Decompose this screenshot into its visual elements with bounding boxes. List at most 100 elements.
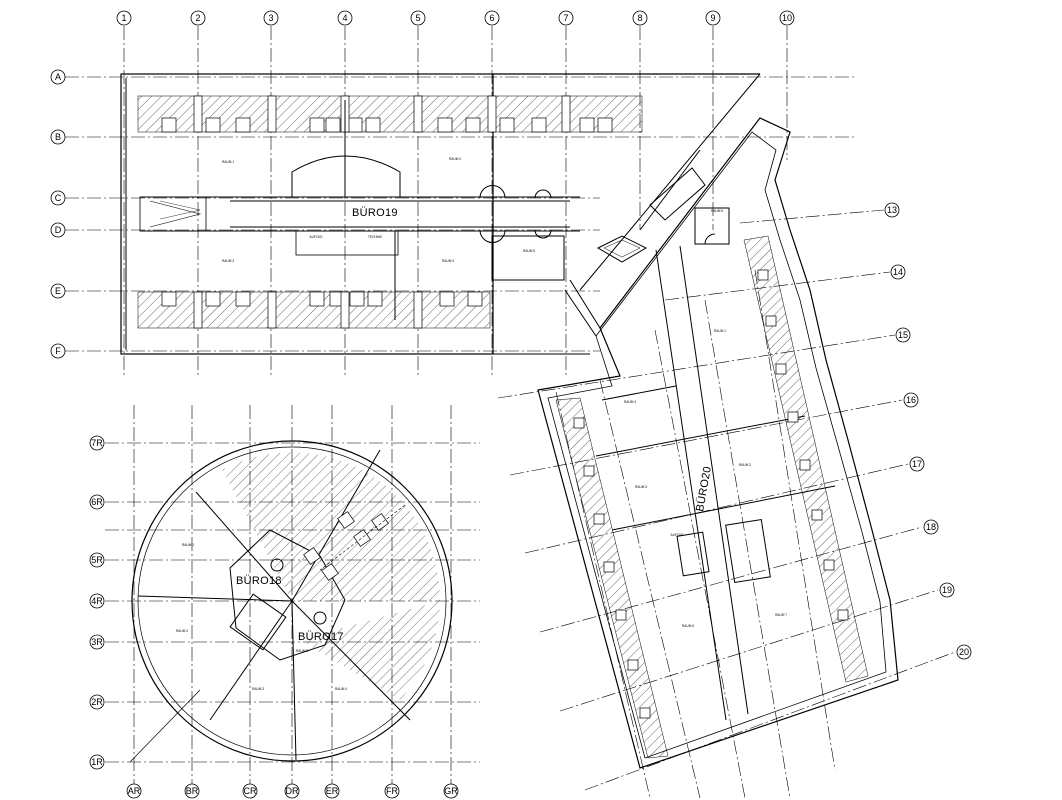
grid-bubble: 10 <box>779 10 795 26</box>
svg-text:ER: ER <box>326 786 339 796</box>
svg-text:5: 5 <box>415 13 420 23</box>
room-label: RAUM 6 <box>682 624 694 628</box>
block-label-buro20: BÜRO20 <box>694 465 714 512</box>
svg-text:14: 14 <box>893 267 903 277</box>
svg-text:20: 20 <box>959 647 969 657</box>
grid-bubble: E <box>50 283 66 299</box>
room-label: RAUM 4 <box>335 687 347 691</box>
grid-bubble: 19 <box>939 582 955 598</box>
grid-bubble: 7R <box>89 435 105 451</box>
grid-bubble: CR <box>242 783 258 799</box>
svg-text:BR: BR <box>186 786 199 796</box>
grid-bubble: 3 <box>263 10 279 26</box>
top-building: BÜRO19 RAUM 1 RAUM 2 RAUM 3 RAUM 4 RAUM … <box>120 73 761 355</box>
grid-bubble: 6R <box>89 494 105 510</box>
grid-bubble: 16 <box>903 392 919 408</box>
room-label: RAUM 3 <box>635 485 647 489</box>
svg-text:A: A <box>55 72 61 82</box>
grid-bubble: 13 <box>884 202 900 218</box>
svg-text:7R: 7R <box>91 438 103 448</box>
room-label: AUFZUG <box>670 533 684 537</box>
room-label: RAUM 7 <box>775 613 787 617</box>
svg-text:16: 16 <box>906 395 916 405</box>
block-label-buro17: BÜRO17 <box>298 631 344 643</box>
grid-bubble: B <box>50 129 66 145</box>
svg-text:5R: 5R <box>91 555 103 565</box>
room-label: RAUM 3 <box>252 687 264 691</box>
grid-lines <box>65 26 956 799</box>
block-label-buro18: BÜRO18 <box>236 575 282 587</box>
svg-text:C: C <box>55 193 62 203</box>
grid-bubble: 2 <box>190 10 206 26</box>
grid-bubble: FR <box>384 783 400 799</box>
svg-text:1: 1 <box>121 13 126 23</box>
svg-text:AR: AR <box>128 786 141 796</box>
grid-bubble: F <box>50 343 66 359</box>
grid-bubble: 15 <box>895 327 911 343</box>
grid-bubble: 8 <box>632 10 648 26</box>
svg-text:7: 7 <box>563 13 568 23</box>
room-label: RAUM 2 <box>739 463 751 467</box>
svg-text:10: 10 <box>782 13 792 23</box>
grid-bubble: D <box>50 222 66 238</box>
grid-bubble: 20 <box>956 644 972 660</box>
room-label: RAUM 5 <box>711 209 723 213</box>
svg-text:E: E <box>55 286 61 296</box>
svg-text:13: 13 <box>887 205 897 215</box>
svg-text:9: 9 <box>710 13 715 23</box>
svg-text:B: B <box>55 132 61 142</box>
room-label: RAUM 2 <box>449 157 461 161</box>
svg-text:4R: 4R <box>91 596 103 606</box>
grid-bubble: 1 <box>116 10 132 26</box>
grid-bubble: 14 <box>890 264 906 280</box>
svg-text:2R: 2R <box>91 697 103 707</box>
grid-bubble: BR <box>184 783 200 799</box>
svg-text:18: 18 <box>926 522 936 532</box>
room-label: RAUM 2 <box>176 629 188 633</box>
grid-bubble: 9 <box>705 10 721 26</box>
svg-text:15: 15 <box>898 330 908 340</box>
svg-text:CR: CR <box>244 786 257 796</box>
room-label: RAUM 1 <box>222 160 234 164</box>
grid-bubble: 5 <box>410 10 426 26</box>
svg-text:1R: 1R <box>91 757 103 767</box>
grid-bubble: GR <box>443 783 459 799</box>
svg-text:19: 19 <box>942 585 952 595</box>
room-label: RAUM 4 <box>624 400 636 404</box>
block-label-buro19: BÜRO19 <box>352 207 398 219</box>
svg-text:D: D <box>55 225 62 235</box>
svg-text:6: 6 <box>489 13 494 23</box>
grid-bubble: A <box>50 69 66 85</box>
room-label: RAUM 5 <box>523 249 535 253</box>
svg-text:17: 17 <box>912 459 922 469</box>
circular-building: BÜRO18 BÜRO17 RAUM 1 RAUM 2 RAUM 3 RAUM … <box>129 440 453 763</box>
grid-bubble: 7 <box>558 10 574 26</box>
grid-bubble: 4 <box>337 10 353 26</box>
grid-bubble: 6 <box>484 10 500 26</box>
svg-text:FR: FR <box>386 786 398 796</box>
grid-bubble: DR <box>284 783 300 799</box>
svg-text:8: 8 <box>637 13 642 23</box>
svg-text:6R: 6R <box>91 497 103 507</box>
svg-text:2: 2 <box>195 13 200 23</box>
grid-bubble: 17 <box>909 456 925 472</box>
grid-bubble: 2R <box>89 694 105 710</box>
room-label: RAUM 1 <box>714 329 726 333</box>
grid-bubble: 18 <box>923 519 939 535</box>
grid-bubble: 1R <box>89 754 105 770</box>
svg-text:GR: GR <box>444 786 458 796</box>
grid-bubble: 4R <box>89 593 105 609</box>
svg-text:DR: DR <box>286 786 299 796</box>
room-label: RAUM 5 <box>296 649 308 653</box>
room-label: RAUM 3 <box>222 259 234 263</box>
grid-bubble: C <box>50 190 66 206</box>
room-label: RAUM 1 <box>182 543 194 547</box>
grid-bubble: ER <box>324 783 340 799</box>
room-label: AUFZUG <box>309 235 323 239</box>
room-label: RAUM 4 <box>442 259 454 263</box>
svg-text:F: F <box>55 346 61 356</box>
grid-bubble: AR <box>126 783 142 799</box>
wing-building: BÜRO20 RAUM 1 RAUM 2 RAUM 3 RAUM 4 RAUM … <box>537 117 899 769</box>
svg-text:4: 4 <box>342 13 347 23</box>
